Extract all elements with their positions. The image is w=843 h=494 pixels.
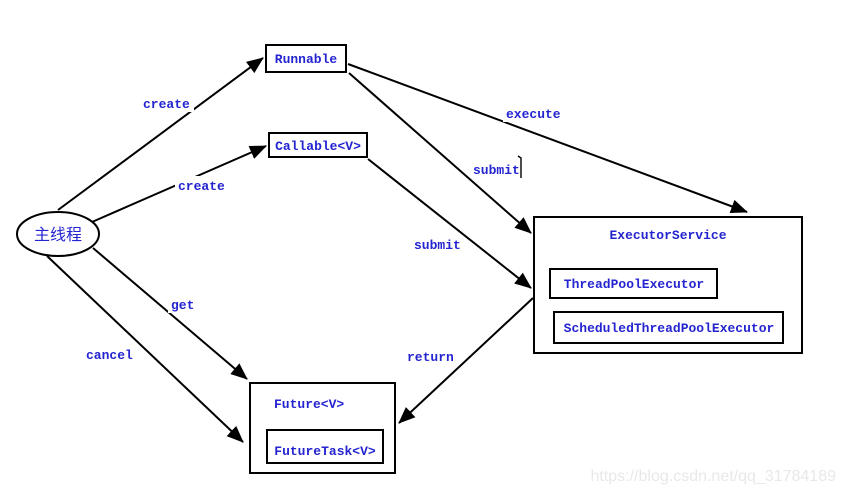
edge-cancel <box>46 255 244 443</box>
label-bg <box>175 176 229 194</box>
edge-label-return: return <box>407 350 454 365</box>
text-cursor-artifact <box>517 155 522 178</box>
edge-label-submit-runnable: submit <box>473 163 520 178</box>
label-bg <box>168 295 198 313</box>
label-bg <box>471 159 520 177</box>
node-future-task-label: FutureTask<V> <box>274 444 376 459</box>
node-future-task <box>266 429 384 464</box>
label-bg <box>140 94 194 112</box>
node-scheduled-thread-pool-executor-label: ScheduledThreadPoolExecutor <box>564 321 775 336</box>
node-thread-pool-executor <box>549 268 718 299</box>
edge-return <box>398 297 534 424</box>
label-bg <box>503 104 563 122</box>
edges <box>46 57 748 443</box>
edge-label-cancel: cancel <box>86 348 133 363</box>
edge-submit-callable <box>367 158 532 289</box>
node-executor-service-label: ExecutorService <box>609 228 726 243</box>
label-bg <box>411 234 461 252</box>
watermark-url: https://blog.csdn.net/qq_31784189 <box>590 468 836 485</box>
edge-label-submit-callable: submit <box>414 238 461 253</box>
edge-label-create-runnable: create <box>143 97 190 112</box>
node-thread-pool-executor-label: ThreadPoolExecutor <box>564 277 704 292</box>
node-callable <box>268 132 368 158</box>
node-runnable-label: Runnable <box>275 52 338 67</box>
node-main-thread-label: 主线程 <box>34 226 82 244</box>
node-scheduled-thread-pool-executor <box>553 311 784 344</box>
edge-label-execute: execute <box>506 107 561 122</box>
edge-labels: create create execute submit submit get … <box>83 94 563 365</box>
edge-label-create-callable: create <box>178 179 225 194</box>
edge-get <box>92 247 248 380</box>
node-future-label: Future<V> <box>274 397 344 412</box>
nodes: Runnable Callable<V> ExecutorService Thr… <box>16 44 803 474</box>
edge-execute <box>347 63 748 213</box>
node-runnable <box>265 44 347 73</box>
edge-create-runnable <box>57 57 264 211</box>
edge-label-get: get <box>171 298 194 313</box>
edge-submit-runnable <box>348 72 532 234</box>
node-callable-label: Callable<V> <box>275 139 361 154</box>
node-main-thread <box>16 211 100 257</box>
label-bg <box>83 345 137 363</box>
label-bg <box>404 347 458 365</box>
